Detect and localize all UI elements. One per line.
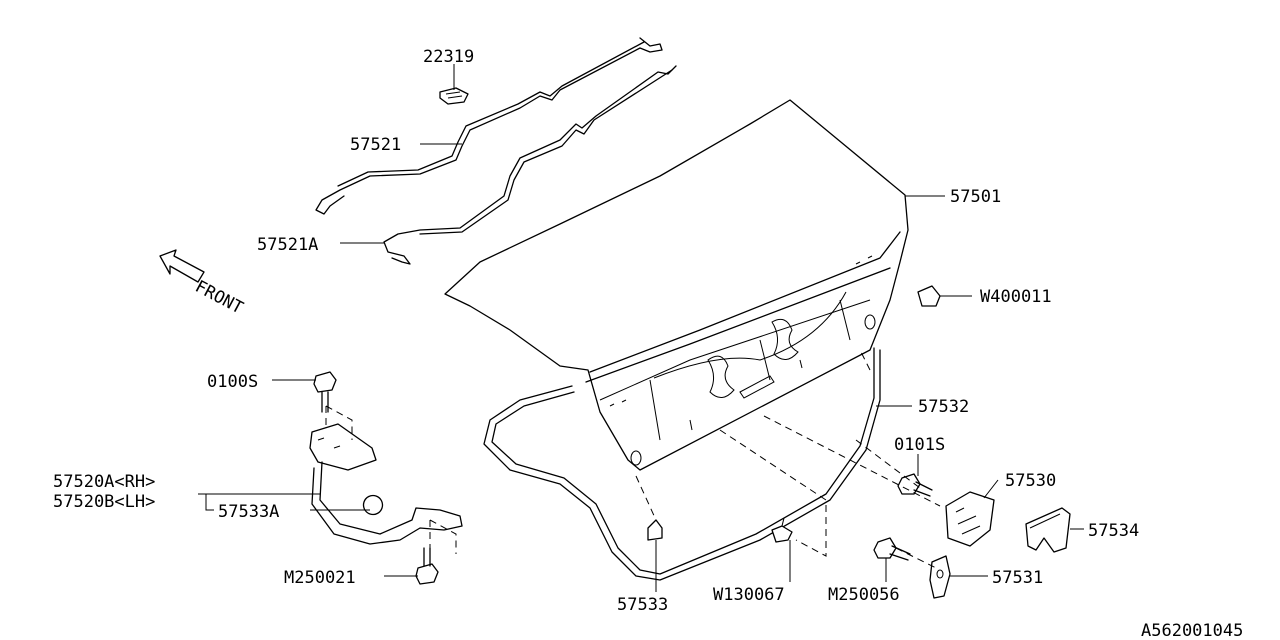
hinge-57520[interactable]	[309, 423, 463, 545]
label-57530: 57530	[1005, 471, 1056, 491]
latch-57530[interactable]	[945, 491, 995, 547]
bolt-0101s[interactable]	[897, 473, 933, 497]
bumper-57533[interactable]	[647, 519, 663, 541]
label-22319: 22319	[423, 47, 474, 67]
rod-57521[interactable]	[315, 37, 663, 215]
label-m250021: M250021	[284, 568, 356, 588]
label-57520a: 57520A<RH>	[53, 472, 155, 492]
leader-lines	[198, 64, 1084, 592]
label-57534: 57534	[1088, 521, 1139, 541]
rod-57521a[interactable]	[383, 65, 677, 265]
label-m250056: M250056	[828, 585, 900, 605]
label-57533: 57533	[617, 595, 668, 615]
label-0100s: 0100S	[207, 372, 258, 392]
label-w400011: W400011	[980, 287, 1052, 307]
weatherstrip-57532[interactable]	[483, 347, 881, 581]
clip-22319[interactable]	[439, 87, 469, 105]
grommet-w400011[interactable]	[917, 285, 941, 307]
bolt-m250056[interactable]	[873, 537, 911, 561]
label-57501: 57501	[950, 187, 1001, 207]
label-57520b: 57520B<LH>	[53, 492, 155, 512]
front-label: FRONT	[192, 277, 247, 319]
label-w130067: W130067	[713, 585, 785, 605]
label-57532: 57532	[918, 397, 969, 417]
cover-57534[interactable]	[1025, 507, 1071, 553]
trunk-lid-57501[interactable]	[444, 99, 909, 471]
clip-w130067[interactable]	[771, 517, 793, 543]
diagram-id: A562001045	[1141, 621, 1243, 640]
assembly-lines	[325, 349, 941, 569]
label-57533a: 57533A	[218, 502, 279, 522]
bolt-m250021[interactable]	[415, 547, 439, 585]
bolt-0100s[interactable]	[313, 371, 337, 413]
label-0101s: 0101S	[894, 435, 945, 455]
striker-57531[interactable]	[929, 555, 951, 599]
part-labels: 22319 57521 57521A 57501 W400011 0100S 5…	[53, 47, 1243, 640]
label-57531: 57531	[992, 568, 1043, 588]
front-arrow: FRONT	[159, 249, 247, 319]
label-57521a: 57521A	[257, 235, 318, 255]
label-57521: 57521	[350, 135, 401, 155]
